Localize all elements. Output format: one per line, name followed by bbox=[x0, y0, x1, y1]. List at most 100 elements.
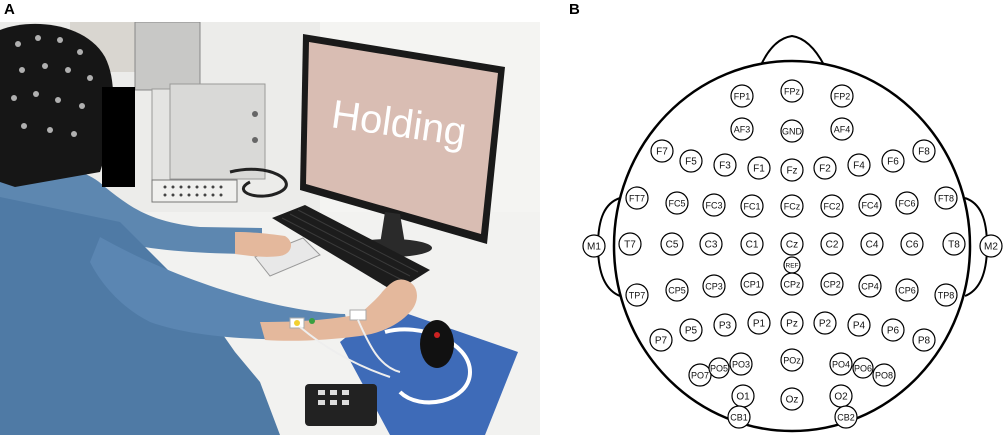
electrode-circle bbox=[740, 194, 764, 218]
electrode-c1: C1 bbox=[740, 232, 764, 256]
electrode-label: PO8 bbox=[875, 371, 893, 381]
electrode-label: P1 bbox=[753, 319, 766, 330]
nose bbox=[760, 34, 825, 66]
electrode-fz: Fz bbox=[780, 158, 804, 182]
wall-box bbox=[134, 22, 201, 91]
electrode-circle bbox=[780, 194, 804, 218]
electrode-circle bbox=[912, 328, 936, 352]
electrode-label: CPz bbox=[783, 280, 801, 290]
electrode-label: Fz bbox=[786, 166, 797, 177]
electrode-circle bbox=[660, 232, 684, 256]
electrode-cp6: CP6 bbox=[895, 278, 919, 302]
electrode-cb2: CB2 bbox=[834, 405, 858, 429]
electrode-label: P4 bbox=[853, 321, 866, 332]
electrode-circle bbox=[860, 232, 884, 256]
electrode-circle bbox=[780, 119, 804, 143]
electrode-label: Cz bbox=[786, 240, 798, 251]
electrode-c6: C6 bbox=[900, 232, 924, 256]
electrode-circle bbox=[813, 311, 837, 335]
electrode-label: FPz bbox=[784, 87, 801, 97]
electrode-circle bbox=[780, 79, 804, 103]
electrode-f4: F4 bbox=[847, 153, 871, 177]
electrode-p7: P7 bbox=[649, 328, 673, 352]
electrode-f8: F8 bbox=[912, 139, 936, 163]
electrode-ft8: FT8 bbox=[934, 186, 958, 210]
electrode-circle bbox=[830, 117, 854, 141]
electrode-circle bbox=[834, 405, 858, 429]
electrode-fcz: FCz bbox=[780, 194, 804, 218]
electrode-label: O2 bbox=[834, 392, 848, 403]
electrode-circle bbox=[665, 278, 689, 302]
electrode-p6: P6 bbox=[881, 318, 905, 342]
electrode-circle bbox=[858, 274, 882, 298]
electrode-c3: C3 bbox=[699, 232, 723, 256]
electrode-circle bbox=[679, 149, 703, 173]
electrode-po6: PO6 bbox=[852, 357, 874, 379]
electrode-label: POz bbox=[783, 356, 801, 366]
electrode-circle bbox=[747, 156, 771, 180]
electrode-label: C3 bbox=[705, 240, 718, 251]
electrode-label: F2 bbox=[819, 164, 831, 175]
electrode-label: M2 bbox=[984, 242, 998, 253]
electrode-label: CP6 bbox=[898, 286, 916, 296]
electrode-fc4: FC4 bbox=[858, 193, 882, 217]
electrode-label: FC2 bbox=[823, 202, 840, 212]
left-hand bbox=[235, 232, 292, 257]
keyboard-keys bbox=[281, 209, 419, 281]
electrode-tp7: TP7 bbox=[625, 283, 649, 307]
electrode-circle bbox=[618, 232, 642, 256]
electrode-label: P6 bbox=[887, 326, 900, 337]
electrode-label: PO3 bbox=[732, 360, 750, 370]
eeg-cap-electrodes bbox=[11, 35, 93, 137]
electrode-label: CP2 bbox=[823, 280, 841, 290]
electrode-label: CP5 bbox=[668, 286, 686, 296]
electrode-circle bbox=[688, 363, 712, 387]
electrode-circle bbox=[740, 272, 764, 296]
amp-led bbox=[252, 137, 258, 143]
monitor-screen bbox=[306, 42, 498, 234]
electrode-p5: P5 bbox=[679, 318, 703, 342]
electrode-circle bbox=[649, 328, 673, 352]
electrode-cp1: CP1 bbox=[740, 272, 764, 296]
electrode-gnd: GND bbox=[780, 119, 804, 143]
emg-clip-green bbox=[309, 318, 315, 324]
emg-wire bbox=[299, 326, 391, 378]
electrode-circle bbox=[780, 348, 804, 372]
electrode-label: F4 bbox=[853, 161, 865, 172]
electrode-ref: REF bbox=[783, 256, 801, 274]
electrode-tp8: TP8 bbox=[934, 283, 958, 307]
electrode-c2: C2 bbox=[820, 232, 844, 256]
electrode-label: Oz bbox=[786, 395, 799, 406]
keyboard bbox=[272, 205, 430, 292]
electrode-label: P5 bbox=[685, 326, 698, 337]
electrode-circle bbox=[729, 352, 753, 376]
electrode-label: TP8 bbox=[938, 291, 955, 301]
electrode-circle bbox=[780, 158, 804, 182]
electrode-m1: M1 bbox=[582, 234, 606, 258]
electrode-po8: PO8 bbox=[872, 363, 896, 387]
electrode-circle bbox=[582, 234, 606, 258]
electrode-p4: P4 bbox=[847, 313, 871, 337]
electrode-af3: AF3 bbox=[730, 117, 754, 141]
electrode-label: F5 bbox=[685, 157, 697, 168]
electrode-f5: F5 bbox=[679, 149, 703, 173]
monitor-stand bbox=[380, 212, 405, 244]
electrode-label: PO7 bbox=[691, 371, 709, 381]
electrode-circle bbox=[730, 117, 754, 141]
electrode-label: FT8 bbox=[938, 194, 954, 204]
electrode-circle bbox=[780, 272, 804, 296]
electrode-cp3: CP3 bbox=[702, 274, 726, 298]
electrode-circle bbox=[702, 193, 726, 217]
electrode-o2: O2 bbox=[829, 384, 853, 408]
shirt-arm bbox=[90, 237, 350, 340]
electrode-label: P3 bbox=[719, 321, 732, 332]
electrode-label: GND bbox=[782, 127, 803, 137]
electrode-m2: M2 bbox=[979, 234, 1003, 258]
electrode-label: CP1 bbox=[743, 280, 761, 290]
electrode-circle bbox=[713, 313, 737, 337]
electrode-circle bbox=[895, 278, 919, 302]
electrode-label: P2 bbox=[819, 319, 832, 330]
electrode-f3: F3 bbox=[713, 153, 737, 177]
electrode-label: F6 bbox=[887, 157, 899, 168]
